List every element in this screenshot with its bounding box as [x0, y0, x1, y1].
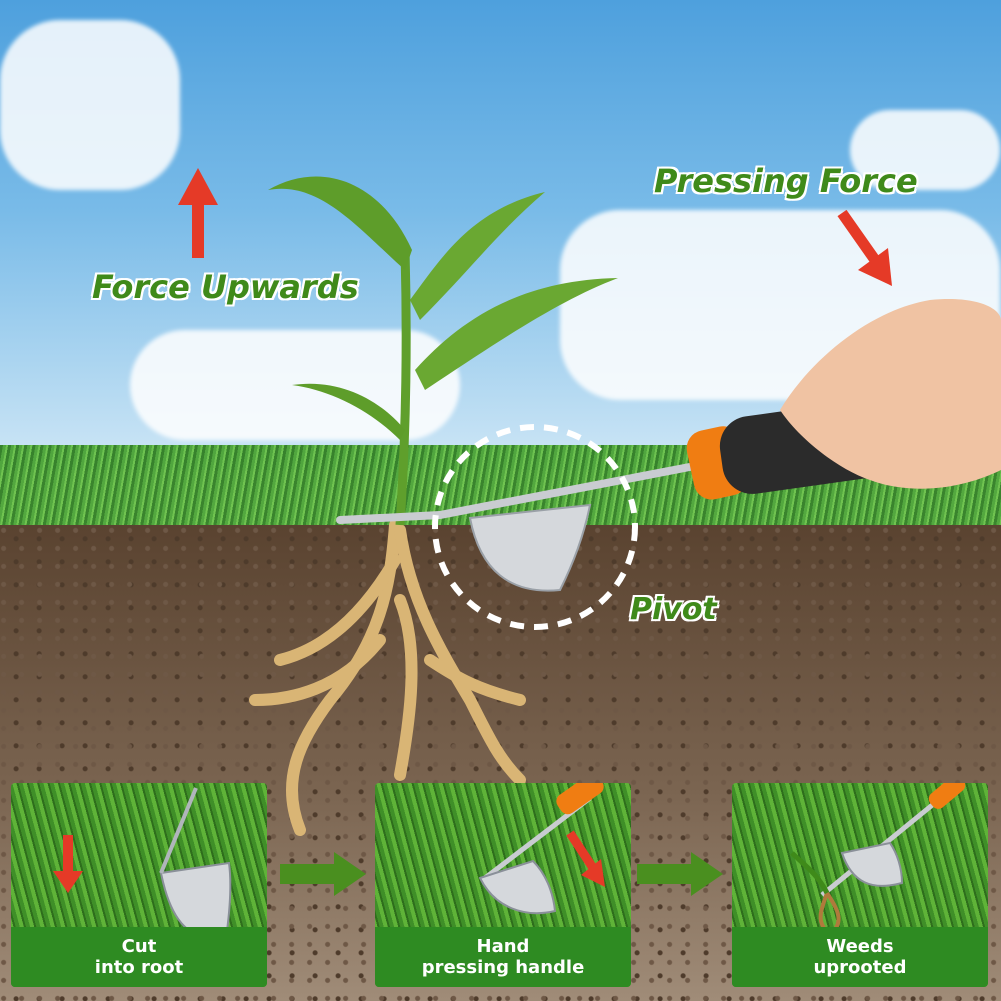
leaf: [292, 383, 405, 440]
step-caption: Cut into root: [11, 927, 267, 987]
step-panel-cut: Cut into root: [11, 783, 267, 987]
plant-roots: [249, 519, 526, 836]
down-arrow-icon: [566, 830, 605, 887]
pivot-circle: [432, 424, 638, 630]
leaf: [268, 176, 412, 270]
weeder-blade: [468, 503, 592, 592]
step-caption-line2: uprooted: [813, 957, 907, 978]
step-caption-line1: Weeds: [826, 936, 894, 957]
cloud: [0, 20, 180, 190]
step-2-illustration: [478, 783, 605, 915]
step-caption: Hand pressing handle: [375, 927, 631, 987]
down-arrow-icon: [53, 835, 83, 893]
step-caption-line2: into root: [94, 957, 184, 978]
step-panel-press: Hand pressing handle: [375, 783, 631, 987]
hand: [780, 299, 1001, 489]
step-caption: Weeds uprooted: [732, 927, 988, 987]
step-caption-line1: Cut: [121, 936, 157, 957]
uprooted-weed: [818, 891, 841, 930]
cloud: [850, 110, 1000, 190]
step-caption-line1: Hand: [476, 936, 530, 957]
pressing-force-label: Pressing Force: [654, 162, 918, 200]
leaf: [410, 192, 545, 320]
force-upwards-label: Force Upwards: [92, 268, 359, 306]
step-caption-line2: pressing handle: [421, 957, 585, 978]
step-panel-uprooted: Weeds uprooted: [732, 783, 988, 987]
up-arrow-icon: [178, 168, 218, 258]
leaf: [415, 278, 618, 390]
weed-plant: [268, 176, 618, 526]
down-arrow-icon: [837, 209, 892, 286]
pivot-label: Pivot: [630, 592, 717, 627]
step-3-illustration: [790, 783, 966, 930]
